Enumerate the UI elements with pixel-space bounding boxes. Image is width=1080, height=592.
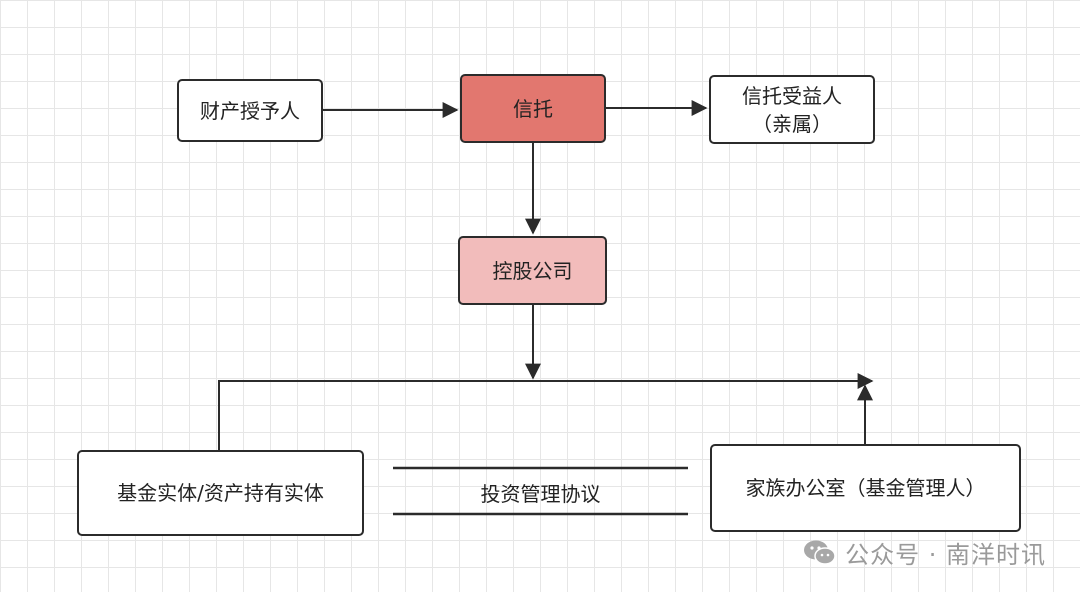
node-grantor: 财产授予人 [177, 79, 323, 142]
node-holding-company-label: 控股公司 [492, 258, 573, 283]
node-beneficiary-label-line2: （亲属） [752, 111, 832, 136]
node-family-office: 家族办公室（基金管理人） [710, 444, 1021, 532]
agreement-label: 投资管理协议 [480, 482, 601, 506]
node-fund-entity: 基金实体/资产持有实体 [77, 450, 364, 536]
node-family-office-label: 家族办公室（基金管理人） [745, 476, 986, 500]
connector-fund-to-bus [218, 373, 874, 450]
watermark-text: 公众号 · 南洋时讯 [845, 541, 1046, 569]
node-trust: 信托 [460, 74, 606, 143]
wechat-icon [804, 540, 836, 565]
node-trust-label: 信托 [513, 96, 553, 121]
node-grantor-label: 财产授予人 [200, 98, 300, 123]
node-fund-entity-label: 基金实体/资产持有实体 [117, 481, 324, 505]
watermark: 公众号 · 南洋时讯 [803, 535, 1046, 570]
node-holding-company: 控股公司 [458, 236, 607, 305]
node-beneficiary-label-line1: 信托受益人 [742, 83, 842, 108]
node-beneficiary: 信托受益人 （亲属） [709, 75, 875, 144]
